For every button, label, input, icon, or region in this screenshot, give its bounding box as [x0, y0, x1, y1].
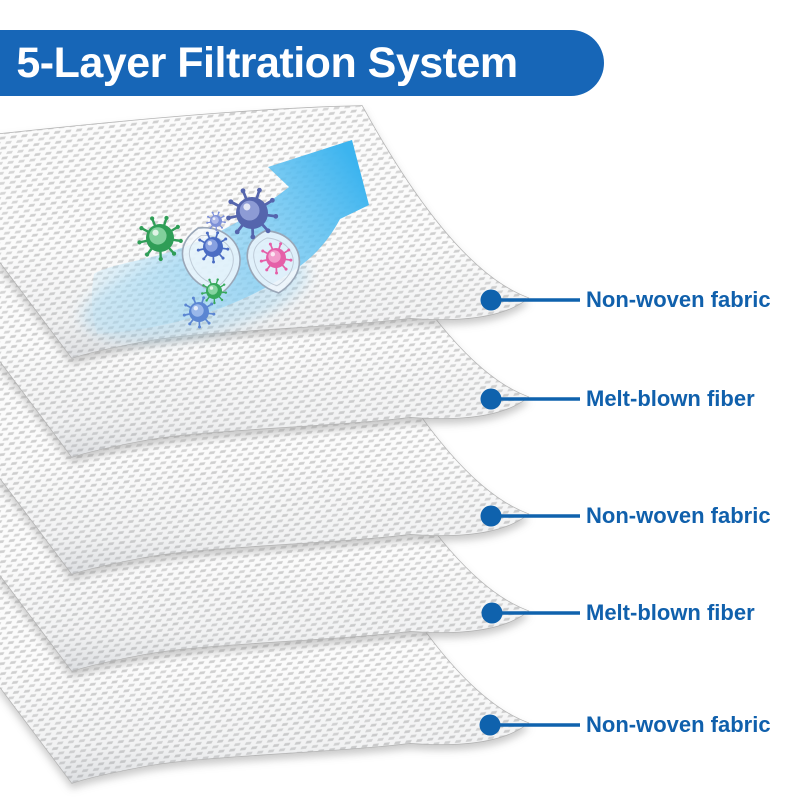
- layer-label-2: Melt-blown fiber: [586, 386, 755, 411]
- layer-dot-icon: [480, 505, 502, 527]
- layer-dot-icon: [479, 714, 501, 736]
- layer-dot-icon: [481, 602, 503, 624]
- title-banner: 5-Layer Filtration System: [0, 30, 604, 96]
- page-title: 5-Layer Filtration System: [16, 38, 518, 87]
- virus-icon: [137, 215, 183, 262]
- layer-dot-icon: [480, 388, 502, 410]
- virus-icon: [206, 211, 226, 231]
- virus-icons-group: [137, 187, 293, 329]
- layer-label-3: Non-woven fabric: [586, 503, 771, 528]
- virus-icon: [196, 231, 230, 264]
- layer-label-5: Non-woven fabric: [586, 712, 771, 737]
- virus-icon: [182, 296, 216, 329]
- virus-icon: [259, 242, 293, 275]
- layer-label-4: Melt-blown fiber: [586, 600, 755, 625]
- layer-dot-icon: [480, 289, 502, 311]
- virus-icon: [201, 278, 228, 305]
- shield-icon: [181, 226, 241, 294]
- layer-label-1: Non-woven fabric: [586, 287, 771, 312]
- virus-icon: [226, 187, 279, 240]
